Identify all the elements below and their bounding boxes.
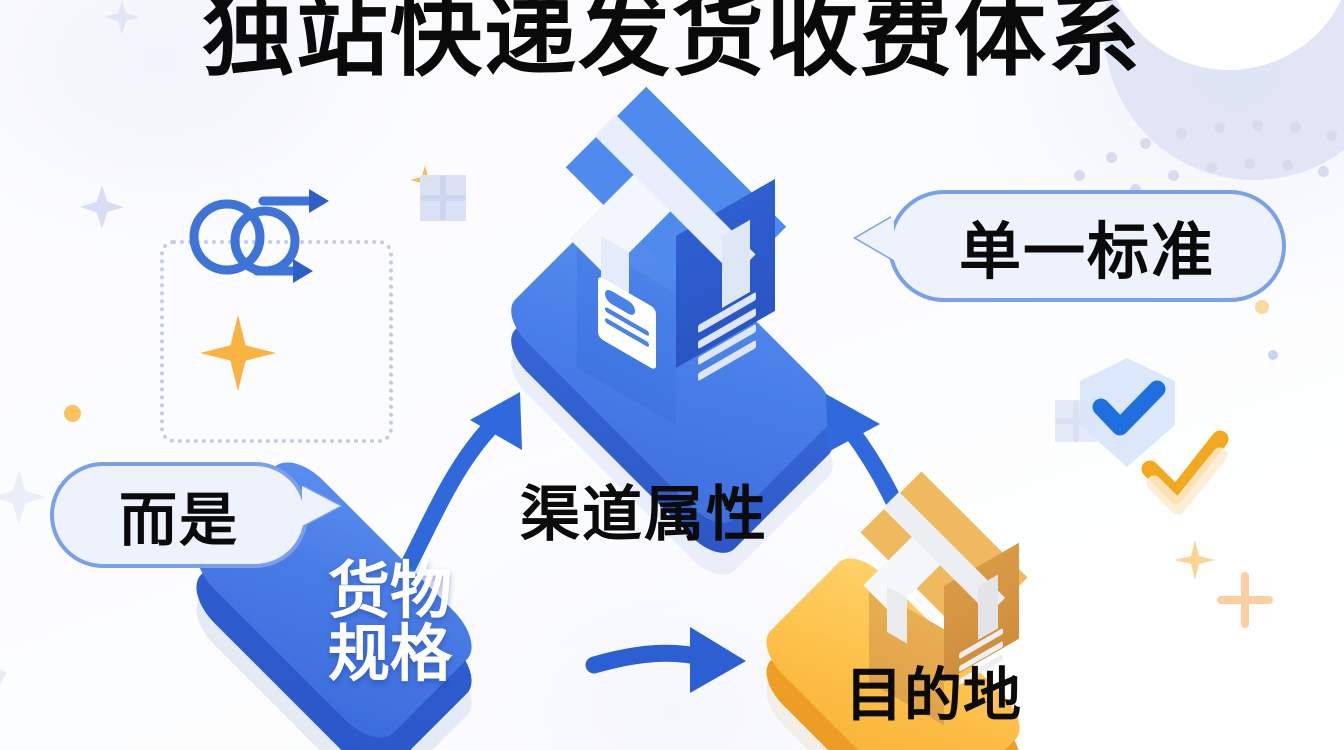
bubble-but-rather-text: 而是 [118, 488, 239, 553]
bubble-tail [856, 216, 894, 260]
parcel-tape [978, 574, 998, 640]
card-destination-label: 目的地 [845, 663, 1023, 728]
bubble-but-rather[interactable]: 而是 [50, 462, 340, 568]
card-goods-spec-line1: 货物 [327, 557, 452, 626]
bubble-single-standard-text: 单一标准 [958, 218, 1215, 287]
bubble-single-standard[interactable]: 单一标准 [856, 190, 1286, 302]
center-node-label: 渠道属性 [520, 481, 768, 548]
bubble-tail [302, 486, 340, 526]
card-goods-spec-line2: 规格 [327, 620, 452, 690]
page-title: 独站快递发货收费体系 [201, 0, 1142, 87]
card-goods-spec-label: 货物 规格 [270, 557, 510, 690]
